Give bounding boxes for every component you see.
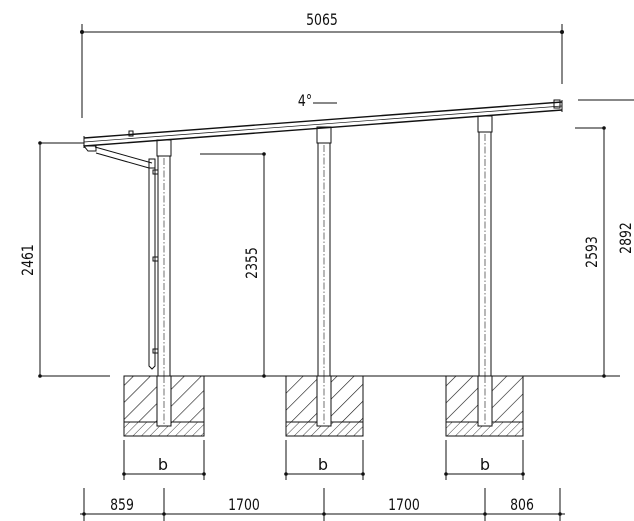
span-label-4: 806 (510, 497, 534, 515)
footing-width-label-right: b (480, 455, 490, 474)
roof-beam (83, 99, 563, 148)
span-label-3: 1700 (388, 497, 420, 515)
overall-width-dimension: 5065 (80, 12, 564, 118)
right-post-height-dimension: 2593 (575, 126, 606, 378)
footing-width-dimension-left: b (122, 440, 206, 480)
right-post-height-label: 2593 (584, 236, 602, 268)
left-height-label: 2461 (20, 244, 38, 276)
span-label-2: 1700 (228, 497, 260, 515)
footing-right (445, 375, 524, 437)
right-total-height-dimension: 2892 (578, 99, 634, 254)
footing-middle (285, 375, 364, 437)
roof-slope-annotation: 4° (298, 93, 337, 111)
footing-width-label-middle: b (318, 455, 328, 474)
footing-width-label-left: b (158, 455, 168, 474)
roof-slope-label: 4° (298, 93, 312, 111)
footing-left (123, 375, 205, 437)
clearance-height-dimension: 2355 (200, 152, 266, 378)
footing-width-dimension-right: b (444, 440, 525, 480)
overall-width-label: 5065 (306, 12, 338, 30)
span-label-1: 859 (110, 497, 134, 515)
right-total-height-label: 2892 (618, 222, 634, 254)
clearance-height-label: 2355 (244, 247, 262, 279)
bottom-span-dimensions: 859 1700 1700 806 (80, 488, 565, 521)
footing-width-dimension-middle: b (284, 440, 365, 480)
left-height-dimension: 2461 (20, 141, 84, 378)
gutter-downspout (82, 145, 159, 370)
